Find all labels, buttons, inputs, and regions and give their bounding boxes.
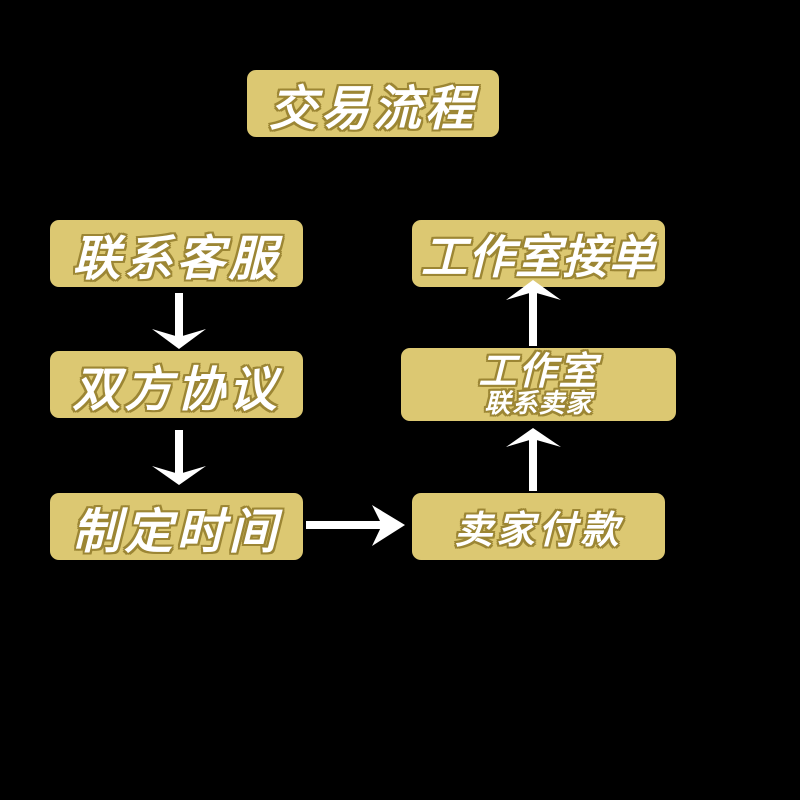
arrow-up-payment-to-studio-contact-icon — [506, 428, 561, 491]
arrow-right-schedule-to-payment-icon — [306, 505, 405, 546]
step-studio-contact-line2: 联系卖家 — [484, 389, 593, 419]
step-payment: 卖家付款 — [412, 493, 665, 560]
step-schedule: 制定时间 — [50, 493, 303, 560]
step-studio-contact-line1: 工作室 — [478, 349, 599, 393]
arrow-down-agreement-to-schedule-icon — [152, 430, 206, 485]
step-agreement: 双方协议 — [50, 351, 303, 418]
arrow-down-contact-to-agreement-icon — [152, 293, 206, 349]
diagram-title: 交易流程 — [247, 70, 499, 137]
arrow-up-studio-contact-to-accept-icon — [506, 280, 561, 346]
step-studio-contact: 工作室 联系卖家 — [401, 348, 676, 421]
step-studio-accept: 工作室接单 — [412, 220, 665, 287]
step-contact-service: 联系客服 — [50, 220, 303, 287]
